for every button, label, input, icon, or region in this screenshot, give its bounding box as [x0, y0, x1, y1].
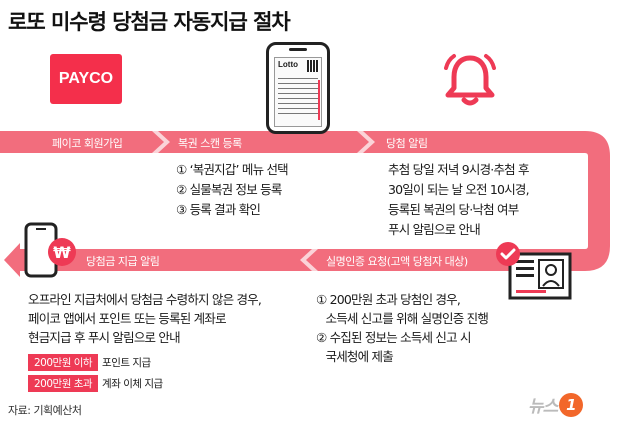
page-title: 로또 미수령 당첨금 자동지급 절차: [8, 10, 291, 34]
lotto-text: Lotto: [278, 60, 298, 69]
chevron-3: [300, 249, 318, 271]
bottom-band: [20, 249, 565, 271]
news1-logo: 뉴스 1: [528, 392, 584, 417]
text-line: 푸시 알림으로 안내: [388, 222, 481, 237]
text-line: 소득세 신고를 위해 실명인증 진행: [316, 311, 489, 326]
text-line: 추첨 당일 저녁 9시경·추첨 후: [388, 162, 530, 177]
news1-logo-text: 뉴스: [528, 397, 558, 417]
step-label-payco-signup: 페이코 회원가입: [52, 137, 123, 150]
chevron-2: [357, 131, 375, 153]
payco-logo-text: PAYCO: [58, 70, 114, 87]
step-label-identity-verification: 실명인증 요청(고액 당첨자 대상): [326, 255, 468, 268]
text-line: ① 200만원 초과 당첨인 경우,: [316, 292, 461, 307]
list-item: ② 실물복권 정보 등록: [176, 182, 282, 197]
list-item: ③ 등록 결과 확인: [176, 202, 261, 217]
source-credit: 자료: 기획예산처: [8, 404, 82, 417]
text-line: 오프라인 지급처에서 당첨금 수령하지 않은 경우,: [28, 292, 262, 307]
ticket-scan-list: ① ‘복권지갑’ 메뉴 선택 ② 실물복권 정보 등록 ③ 등록 결과 확인: [176, 160, 289, 220]
qr-code-icon: [307, 60, 319, 72]
bell-icon: [444, 54, 496, 106]
text-line: 페이코 앱에서 포인트 또는 등록된 계좌로: [28, 311, 227, 326]
tier-desc: 포인트 지급: [102, 357, 151, 369]
lotto-ticket: Lotto: [274, 57, 322, 127]
phone-speaker: [289, 48, 307, 51]
top-band: [0, 131, 585, 153]
phone-won-icon: ₩: [24, 222, 76, 278]
chevron-1: [152, 131, 170, 153]
ticket-lines: [278, 78, 318, 118]
step-label-ticket-scan: 복권 스캔 등록: [178, 137, 242, 150]
text-line: ② 수집된 정보는 소득세 신고 시: [316, 330, 471, 345]
text-line: 국세청에 제출: [316, 349, 394, 364]
text-line: 등록된 복권의 당·낙첨 여부: [388, 202, 519, 217]
step-label-win-notice: 당첨 알림: [386, 137, 428, 150]
win-notice-text: 추첨 당일 저녁 9시경·추첨 후 30일이 되는 날 오전 10시경, 등록된…: [388, 160, 530, 240]
tier-badge: 200만원 초과: [28, 375, 99, 392]
tier-badge: 200만원 이하: [28, 354, 99, 371]
payout-notice-text: 오프라인 지급처에서 당첨금 수령하지 않은 경우, 페이코 앱에서 포인트 또…: [28, 290, 262, 347]
list-item: ① ‘복권지갑’ 메뉴 선택: [176, 162, 289, 177]
id-card-check-icon: [496, 242, 572, 300]
won-symbol: ₩: [53, 243, 71, 262]
tier-desc: 계좌 이체 지급: [102, 378, 163, 390]
step-label-payout-notice: 당첨금 지급 알림: [86, 255, 160, 268]
news1-logo-number: 1: [559, 392, 584, 417]
right-curve: [560, 131, 610, 271]
text-line: 현금지급 후 푸시 알림으로 안내: [28, 330, 181, 345]
identity-verification-text: ① 200만원 초과 당첨인 경우, 소득세 신고를 위해 실명인증 진행 ② …: [316, 290, 489, 366]
text-line: 30일이 되는 날 오전 10시경,: [388, 182, 530, 197]
bottom-arrowhead: [4, 243, 20, 277]
scan-line: [318, 80, 320, 120]
payco-logo: PAYCO: [50, 54, 122, 104]
phone-lotto-icon: Lotto: [266, 42, 330, 134]
